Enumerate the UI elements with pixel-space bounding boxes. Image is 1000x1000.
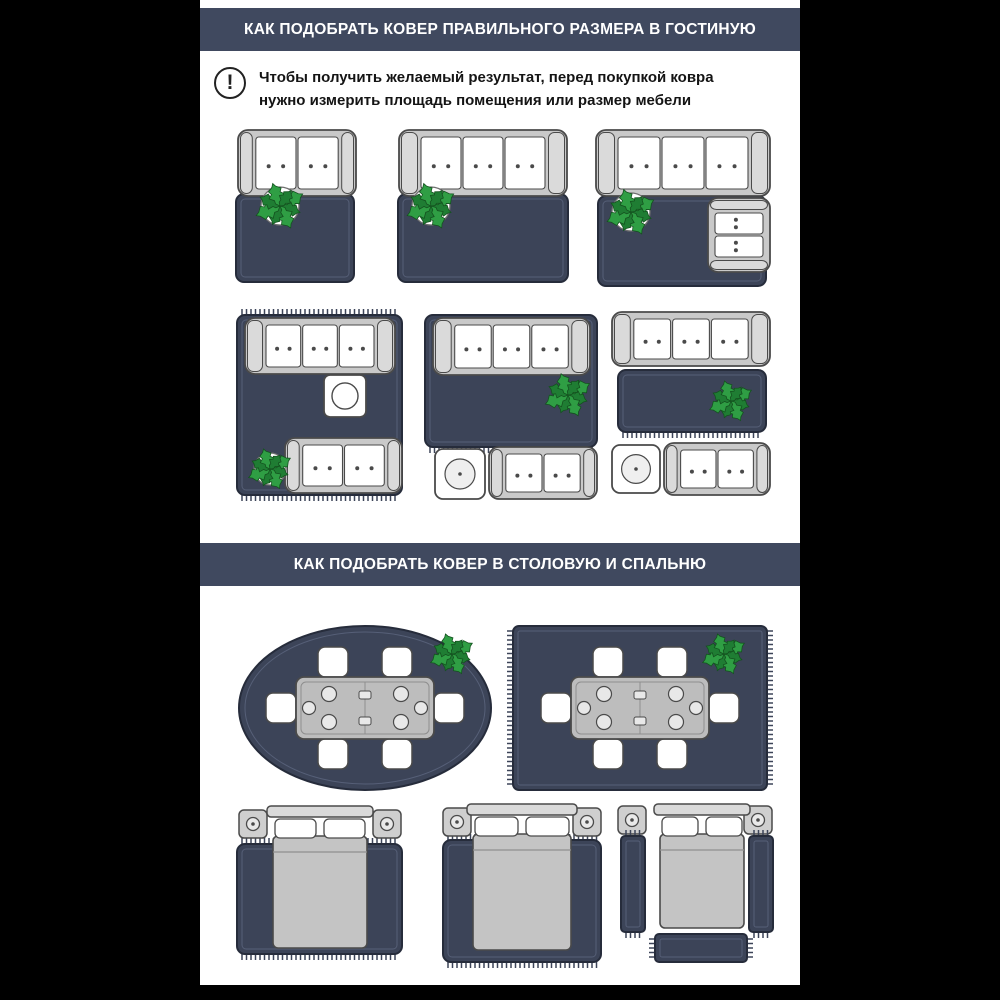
sofa	[707, 197, 771, 273]
sofa	[595, 129, 771, 197]
rug	[649, 933, 753, 963]
section2-header: КАК ПОДОБРАТЬ КОВЕР В СТОЛОВУЮ И СПАЛЬНЮ	[200, 543, 800, 586]
diagram-dining-rect	[507, 625, 773, 791]
warning-icon-glyph: !	[226, 71, 234, 94]
plant-icon	[255, 182, 304, 229]
plant-icon	[429, 633, 474, 675]
chair	[317, 646, 349, 678]
rug	[748, 830, 774, 938]
bed	[653, 803, 751, 929]
armchair	[611, 444, 661, 494]
diagram-bedroom-2	[442, 803, 602, 968]
dining-set	[265, 646, 465, 770]
chair	[656, 738, 688, 770]
diagram-living-1	[235, 129, 357, 283]
diagram-living-3	[595, 129, 771, 287]
plant-icon	[544, 372, 591, 417]
diagram-bedroom-1	[236, 805, 403, 960]
sofa	[398, 129, 568, 197]
nightstand	[572, 807, 602, 837]
dining-table	[295, 676, 435, 740]
diagram-living-5	[424, 314, 598, 500]
content-panel: КАК ПОДОБРАТЬ КОВЕР ПРАВИЛЬНОГО РАЗМЕРА …	[200, 0, 800, 985]
sofa	[244, 317, 396, 375]
plant-icon	[701, 633, 746, 675]
coffee-table	[323, 374, 367, 418]
section1-header: КАК ПОДОБРАТЬ КОВЕР ПРАВИЛЬНОГО РАЗМЕРА …	[200, 8, 800, 51]
nightstand	[442, 807, 472, 837]
nightstand	[238, 809, 268, 839]
diagram-living-4	[236, 309, 403, 501]
living-room-diagrams	[235, 129, 771, 501]
chair	[265, 692, 297, 724]
section2-title: КАК ПОДОБРАТЬ КОВЕР В СТОЛОВУЮ И СПАЛЬНЮ	[293, 555, 707, 573]
section1-title: КАК ПОДОБРАТЬ КОВЕР ПРАВИЛЬНОГО РАЗМЕРА …	[244, 20, 756, 38]
chair	[381, 738, 413, 770]
nightstand	[743, 805, 773, 835]
diagram-living-6	[611, 311, 771, 496]
note-text: Чтобы получить желаемый результат, перед…	[259, 63, 714, 112]
sofa	[488, 446, 598, 500]
sofa	[284, 437, 403, 494]
sofa	[237, 129, 357, 197]
plant-icon	[247, 448, 292, 490]
diagram-dining-oval	[238, 625, 492, 791]
bed	[266, 805, 374, 949]
chair	[708, 692, 740, 724]
plant-icon	[606, 188, 655, 235]
rug	[620, 830, 646, 938]
note-line-1: Чтобы получить желаемый результат, перед…	[259, 69, 714, 86]
chair	[592, 646, 624, 678]
dining-table	[570, 676, 710, 740]
sofa	[432, 317, 591, 376]
plant-icon	[708, 380, 753, 422]
plant-icon	[406, 182, 455, 229]
nightstand	[372, 809, 402, 839]
chair	[592, 738, 624, 770]
chair	[381, 646, 413, 678]
bed	[466, 803, 578, 951]
measurement-note: ! Чтобы получить желаемый результат, пер…	[214, 63, 784, 112]
chair	[433, 692, 465, 724]
dining-bedroom-diagrams	[236, 625, 774, 968]
note-line-2: нужно измерить площадь помещения или раз…	[259, 92, 692, 109]
nightstand	[617, 805, 647, 835]
chair	[317, 738, 349, 770]
diagram-living-2	[397, 129, 569, 283]
armchair	[434, 448, 486, 500]
diagram-bedroom-3	[617, 803, 774, 963]
warning-icon: !	[214, 67, 246, 99]
chair	[540, 692, 572, 724]
dining-set	[540, 646, 740, 770]
chair	[656, 646, 688, 678]
sofa	[663, 442, 771, 496]
sofa	[611, 311, 771, 367]
